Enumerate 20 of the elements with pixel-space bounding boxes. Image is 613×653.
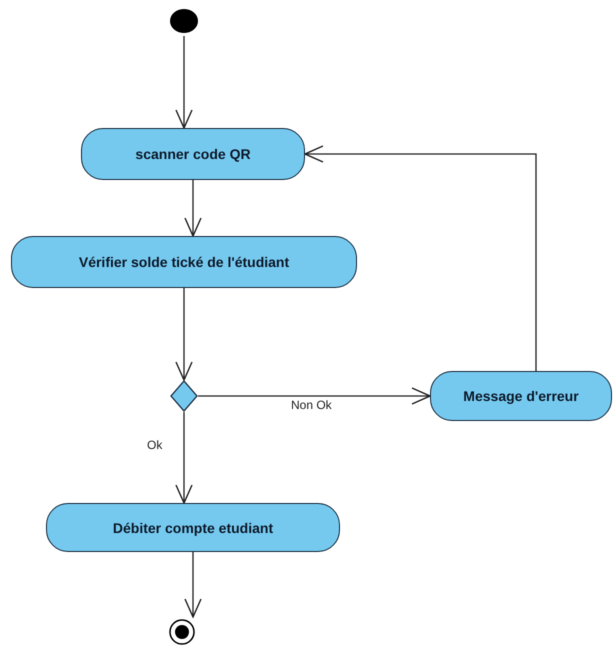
action-text: scanner code QR bbox=[135, 146, 251, 162]
arrow bbox=[184, 552, 202, 618]
action-box bbox=[430, 371, 612, 421]
arrow bbox=[175, 288, 193, 381]
edge-label: Ok bbox=[146, 438, 164, 452]
arrow bbox=[304, 145, 537, 371]
action-text: Débiter compte etudiant bbox=[112, 520, 274, 536]
final-node bbox=[167, 617, 197, 647]
decision-diamond bbox=[170, 380, 198, 412]
arrow bbox=[175, 36, 193, 129]
initial-node bbox=[169, 6, 199, 36]
action-text: Message d'erreur bbox=[463, 388, 579, 404]
action-box bbox=[11, 236, 357, 288]
arrow bbox=[198, 387, 431, 405]
action-box bbox=[46, 503, 340, 552]
action-text: Vérifier solde tické de l'étudiant bbox=[78, 254, 290, 270]
action-box bbox=[81, 128, 305, 180]
edge-label: Non Ok bbox=[290, 398, 333, 412]
arrow bbox=[175, 412, 193, 504]
arrow bbox=[184, 180, 202, 237]
